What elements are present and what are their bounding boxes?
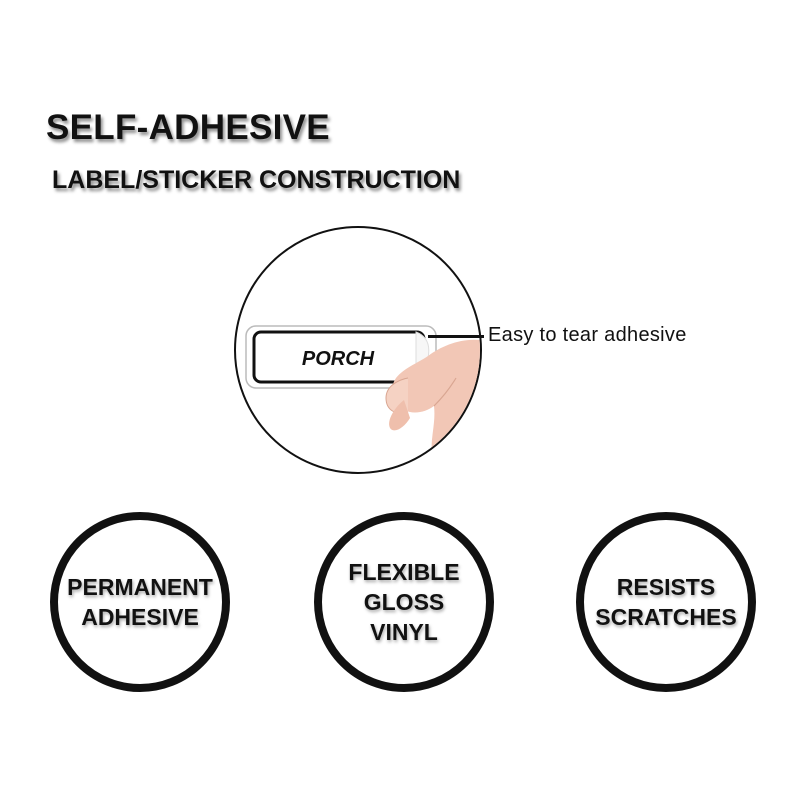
feature-badge-line: FLEXIBLE [348, 559, 460, 585]
callout-line [428, 335, 484, 338]
feature-badge-permanent-adhesive: PERMANENT ADHESIVE [50, 512, 230, 692]
feature-badge-flexible-gloss-vinyl: FLEXIBLE GLOSS VINYL [314, 512, 494, 692]
feature-badge-line: RESISTS [616, 574, 716, 600]
feature-badge-line: PERMANENT [67, 574, 213, 600]
page-subtitle: LABEL/STICKER CONSTRUCTION [52, 166, 461, 194]
feature-badge-resists-scratches: RESISTS SCRATCHES [576, 512, 756, 692]
callout-text: Easy to tear adhesive [488, 324, 687, 346]
feature-badge-line: SCRATCHES [595, 604, 737, 630]
feature-badge-line: ADHESIVE [81, 604, 199, 630]
peeling-label-illustration: PORCH [245, 325, 480, 472]
label-illustration-circle: PORCH [234, 226, 482, 474]
feature-badge-line: GLOSS [363, 589, 445, 615]
label-sticker-text: PORCH [302, 348, 375, 370]
hand-icon [385, 339, 480, 472]
feature-badge-line: VINYL [370, 619, 438, 645]
page-title: SELF-ADHESIVE [46, 108, 330, 147]
